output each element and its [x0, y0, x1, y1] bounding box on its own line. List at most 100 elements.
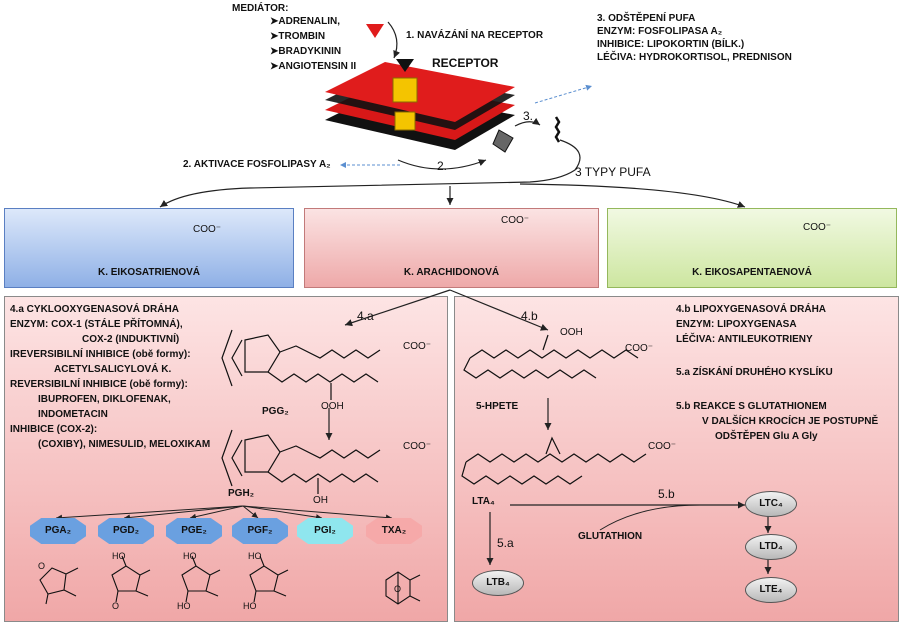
cox-line: ACETYLSALICYLOVÁ K. — [54, 364, 172, 375]
atom-o: O — [394, 584, 402, 594]
pufa-chain — [554, 116, 561, 143]
acid-box-arachidonova: COO⁻ K. ARACHIDONOVÁ — [304, 208, 599, 288]
acid-box-eikosatrienova: COO⁻ K. EIKOSATRIENOVÁ — [4, 208, 294, 288]
lta4-label: LTA₄ — [472, 496, 495, 507]
lox-5b-1: 5.b REAKCE S GLUTATHIONEM — [676, 401, 827, 412]
label-5a: 5.a — [497, 536, 514, 550]
acid-box-eikosapentaenova: COO⁻ K. EIKOSAPENTAENOVÁ — [607, 208, 897, 288]
product-pgf2: PGF₂ — [232, 518, 288, 544]
cox-line: (COXIBY), NIMESULID, MELOXIKAM — [38, 439, 211, 450]
pgg-ooh: OOH — [321, 401, 344, 412]
acid-name: K. EIKOSAPENTAENOVÁ — [692, 267, 812, 278]
node-ltc4: LTC₄ — [745, 491, 797, 517]
product-label: PGI₂ — [314, 525, 336, 536]
pgg2-structure — [221, 329, 381, 400]
hpete-structure — [463, 334, 639, 379]
typy-pufa-label: 3 TYPY PUFA — [575, 165, 651, 179]
product-label: PGF₂ — [247, 525, 273, 536]
cox-line: ENZYM: COX-1 (STÁLE PŘÍTOMNÁ), — [10, 319, 183, 330]
receptor-graphic — [325, 60, 515, 160]
hpete-label: 5-HPETE — [476, 401, 519, 412]
product-label: PGA₂ — [44, 525, 72, 536]
lox-enzym: ENZYM: LIPOXYGENASA — [676, 319, 797, 330]
lox-title: 4.b LIPOXYGENASOVÁ DRÁHA — [676, 304, 827, 315]
lox-panel — [454, 296, 899, 622]
step3-inhib: INHIBICE: LIPOKORTIN (BÍLK.) — [597, 39, 745, 50]
arrow-step1 — [387, 21, 401, 59]
pgh2-structure — [221, 429, 381, 494]
acid-name: K. ARACHIDONOVÁ — [403, 267, 500, 278]
arrow-pufa-split — [159, 139, 581, 208]
step3-leciva: LÉČIVA: HYDROKORTISOL, PREDNISON — [597, 52, 792, 63]
coo-label: COO⁻ — [193, 224, 222, 235]
step3-enzym: ENZYM: FOSFOLIPASA A₂ — [597, 26, 723, 37]
product-txa2: TXA₂ — [366, 518, 422, 544]
arrow-4a-label: 4.a — [357, 309, 374, 323]
receptor-label: RECEPTOR — [432, 56, 499, 70]
mediator-item: ➤BRADYKININ — [270, 46, 342, 57]
cox-line: COX-2 (INDUKTIVNÍ) — [82, 334, 180, 345]
cox-panel — [4, 296, 448, 622]
atom-ho: HO — [243, 601, 257, 611]
node-label: LTB₄ — [486, 577, 510, 588]
mediator-ligand — [366, 24, 384, 38]
product-structures — [39, 555, 421, 605]
node-label: LTE₄ — [759, 584, 783, 595]
product-label: PGD₂ — [112, 525, 140, 536]
coo-label: COO⁻ — [803, 222, 832, 233]
product-pgd2: PGD₂ — [98, 518, 154, 544]
pgh-oh: OH — [313, 495, 328, 506]
node-lte4: LTE₄ — [745, 577, 797, 603]
product-pgi2: PGI₂ — [297, 518, 353, 544]
atom-o: O — [112, 601, 120, 611]
cox-line: IREVERSIBILNÍ INHIBICE (obě formy): — [10, 349, 191, 360]
coo-label: COO⁻ — [501, 215, 530, 226]
cox-line: INDOMETACIN — [38, 409, 108, 420]
step2-label: 2. AKTIVACE FOSFOLIPASY A₂ — [183, 159, 331, 170]
lox-leciva: LÉČIVA: ANTILEUKOTRIENY — [676, 334, 813, 345]
arrow-4b-label: 4.b — [521, 309, 538, 323]
mediator-item: ➤ADRENALIN, — [270, 16, 341, 27]
lox-5b-3: ODŠTĚPEN Glu A Gly — [715, 431, 818, 442]
node-ltd4: LTD₄ — [745, 534, 797, 560]
acid-name: K. EIKOSATRIENOVÁ — [97, 267, 201, 278]
step2-short: 2. — [437, 159, 448, 173]
atom-ho: HO — [112, 551, 126, 561]
pgg2-label: PGG₂ — [262, 406, 289, 417]
ligand-bound — [396, 59, 414, 72]
arrow-4b — [449, 289, 549, 331]
label-5b: 5.b — [658, 487, 675, 501]
node-label: LTC₄ — [759, 498, 783, 509]
pgh-coo: COO⁻ — [403, 441, 432, 452]
lox-5b-2: V DALŠÍCH KROCÍCH JE POSTUPNĚ — [702, 416, 879, 427]
node-label: LTD₄ — [759, 541, 783, 552]
pgg-coo: COO⁻ — [403, 341, 432, 352]
cox-line: REVERSIBILNÍ INHIBICE (obě formy): — [10, 379, 188, 390]
lta-coo: COO⁻ — [648, 441, 677, 452]
atom-ho: HO — [248, 551, 262, 561]
step3-title: 3. ODŠTĚPENÍ PUFA — [597, 13, 696, 24]
cox-title: 4.a CYKLOOXYGENASOVÁ DRÁHA — [10, 304, 179, 315]
cox-line: INHIBICE (COX-2): — [10, 424, 98, 435]
mediator-title: MEDIÁTOR: — [232, 3, 289, 14]
arrow-step2 — [397, 159, 487, 170]
step1-label: 1. NAVÁZÁNÍ NA RECEPTOR — [406, 30, 544, 41]
arrow-step3 — [514, 117, 541, 127]
atom-ho: HO — [177, 601, 191, 611]
arrow-4a — [344, 289, 451, 327]
atom-ho: HO — [183, 551, 197, 561]
product-pge2: PGE₂ — [166, 518, 222, 544]
glutathion-label: GLUTATHION — [578, 531, 643, 542]
step3-short: 3. — [523, 109, 534, 123]
node-ltb4: LTB₄ — [472, 570, 524, 596]
pgh2-label: PGH₂ — [228, 488, 255, 499]
lox-5a: 5.a ZÍSKÁNÍ DRUHÉHO KYSLÍKU — [676, 367, 833, 378]
mediator-item: ➤ANGIOTENSIN II — [270, 61, 357, 72]
product-label: TXA₂ — [381, 525, 407, 536]
mediator-item: ➤TROMBIN — [270, 31, 326, 42]
hpete-ooh: OOH — [560, 327, 583, 338]
lta4-structure — [461, 436, 647, 485]
product-pga2: PGA₂ — [30, 518, 86, 544]
cox-line: IBUPROFEN, DIKLOFENAK, — [38, 394, 171, 405]
